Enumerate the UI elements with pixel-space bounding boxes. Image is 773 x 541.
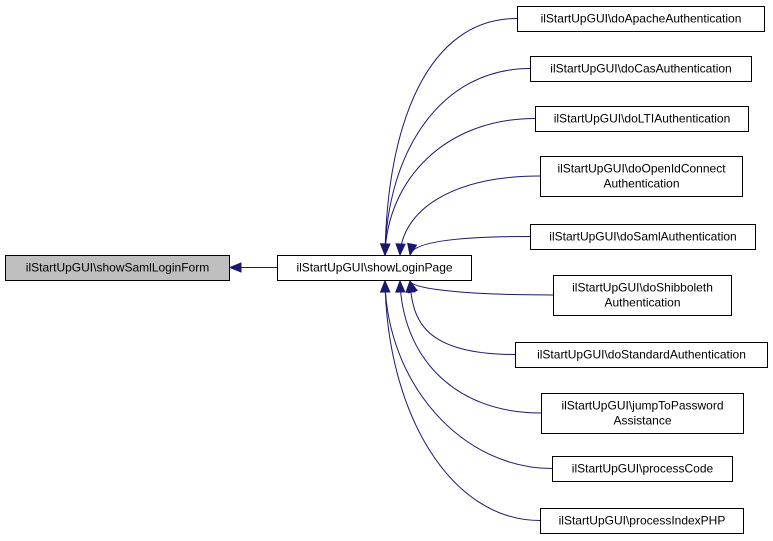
edge-line [409,280,554,296]
nodes-layer: ilStartUpGUI\showSamlLoginForm ilStartUpG… [5,6,768,534]
edge-do-apache-authentication-to-show-login-page [379,18,518,257]
node-box[interactable] [540,508,744,534]
node-do-apache-authentication[interactable]: ilStartUpGUI\doApacheAuthentication [517,6,765,32]
node-label: Authentication [603,177,679,191]
edge-arrowhead [395,279,406,293]
edge-line [409,280,516,355]
edge-do-cas-authentication-to-show-login-page [379,68,531,257]
node-box[interactable] [541,393,744,434]
node-label: ilStartUpGUI\doShibboleth [572,281,713,295]
node-box[interactable] [5,255,230,281]
edge-do-standard-authentication-to-show-login-page [405,279,516,355]
edge-do-open-id-connect-authentication-to-show-login-page [395,175,541,257]
node-label: ilStartUpGUI\showLoginPage [296,261,452,275]
node-process-index-php[interactable]: ilStartUpGUI\processIndexPHP [540,508,744,534]
node-do-saml-authentication[interactable]: ilStartUpGUI\doSamlAuthentication [530,224,756,250]
edge-show-login-page-to-show-saml-login-form [228,262,277,273]
node-box[interactable] [277,255,472,281]
edge-jump-to-password-assistance-to-show-login-page [395,279,542,414]
edge-process-index-php-to-show-login-page [379,279,541,521]
node-label: ilStartUpGUI\jumpToPassword [561,399,723,413]
node-label: Authentication [604,296,680,310]
edge-line [409,236,531,256]
node-label: Assistance [613,414,671,428]
edge-do-saml-authentication-to-show-login-page [407,236,531,257]
node-box[interactable] [552,456,733,482]
node-show-saml-login-form[interactable]: ilStartUpGUI\showSamlLoginForm [5,255,230,281]
edge-arrowhead [379,279,391,293]
edge-line [399,175,541,256]
edge-line [384,118,536,256]
node-do-open-id-connect-authentication[interactable]: ilStartUpGUI\doOpenIdConnectAuthenticati… [540,156,743,197]
node-process-code[interactable]: ilStartUpGUI\processCode [552,456,733,482]
edge-arrowhead [405,279,416,293]
node-label: ilStartUpGUI\showSamlLoginForm [26,261,209,275]
edge-arrowhead [407,242,418,257]
node-do-standard-authentication[interactable]: ilStartUpGUI\doStandardAuthentication [515,342,768,368]
node-label: ilStartUpGUI\doApacheAuthentication [541,12,742,26]
node-box[interactable] [517,6,765,32]
edge-line [384,280,553,469]
edge-do-ltiauthentication-to-show-login-page [380,118,536,257]
node-label: ilStartUpGUI\doOpenIdConnect [557,162,726,176]
edge-arrowhead [380,243,391,257]
edge-do-shibboleth-authentication-to-show-login-page [407,279,554,296]
node-do-ltiauthentication[interactable]: ilStartUpGUI\doLTIAuthentication [535,106,749,132]
node-box[interactable] [530,56,752,82]
node-box[interactable] [553,275,732,316]
node-label: ilStartUpGUI\processIndexPHP [559,514,726,528]
edge-line [384,18,518,256]
edge-process-code-to-show-login-page [379,279,553,469]
edge-line [399,280,542,414]
node-label: ilStartUpGUI\doCasAuthentication [550,62,731,76]
edge-line [384,68,531,256]
node-label: ilStartUpGUI\doSamlAuthentication [549,230,736,244]
node-box[interactable] [535,106,749,132]
edges-layer [228,18,554,521]
node-box[interactable] [540,156,743,197]
node-box[interactable] [515,342,768,368]
node-label: ilStartUpGUI\doLTIAuthentication [554,112,731,126]
node-label: ilStartUpGUI\processCode [572,462,714,476]
edge-arrowhead [228,262,242,273]
node-show-login-page[interactable]: ilStartUpGUI\showLoginPage [277,255,472,281]
node-box[interactable] [530,224,756,250]
edge-arrowhead [395,243,406,257]
edge-line [384,280,541,521]
node-do-cas-authentication[interactable]: ilStartUpGUI\doCasAuthentication [530,56,752,82]
node-label: ilStartUpGUI\doStandardAuthentication [537,348,746,362]
